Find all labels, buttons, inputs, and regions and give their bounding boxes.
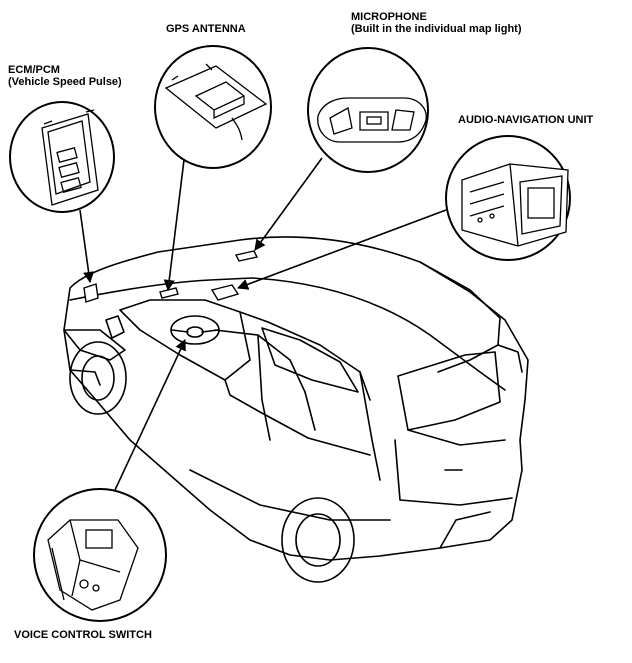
car-illustration	[63, 236, 529, 583]
gps-marker	[159, 287, 179, 299]
voice-control-switch-label: VOICE CONTROL SWITCH	[14, 629, 152, 641]
voice-control-switch-icon	[47, 519, 139, 611]
audio-unit-marker	[210, 284, 240, 301]
gps-antenna-label: GPS ANTENNA	[166, 23, 246, 35]
leader-lines	[79, 157, 447, 491]
gps-leader-line	[163, 159, 185, 292]
microphone-map-light-icon	[317, 97, 427, 143]
ecm-marker	[83, 283, 99, 303]
voice-switch-leader-line	[114, 338, 186, 491]
ecm-pcm-icon	[41, 109, 99, 206]
component-markers	[83, 250, 259, 303]
microphone-leader-line	[254, 157, 323, 251]
microphone-sublabel: (Built in the individual map light)	[351, 23, 522, 35]
ecm-leader-line	[79, 209, 95, 284]
audio-nav-leader-line	[236, 209, 447, 290]
ecm-pcm-sublabel: (Vehicle Speed Pulse)	[8, 76, 122, 88]
microphone-label: MICROPHONE	[351, 11, 427, 23]
ecm-pcm-label: ECM/PCM	[8, 64, 60, 76]
microphone-marker	[234, 250, 259, 262]
audio-navigation-unit-label: AUDIO-NAVIGATION UNIT	[458, 114, 594, 126]
audio-navigation-unit-icon	[461, 163, 569, 247]
gps-antenna-icon	[164, 63, 268, 141]
